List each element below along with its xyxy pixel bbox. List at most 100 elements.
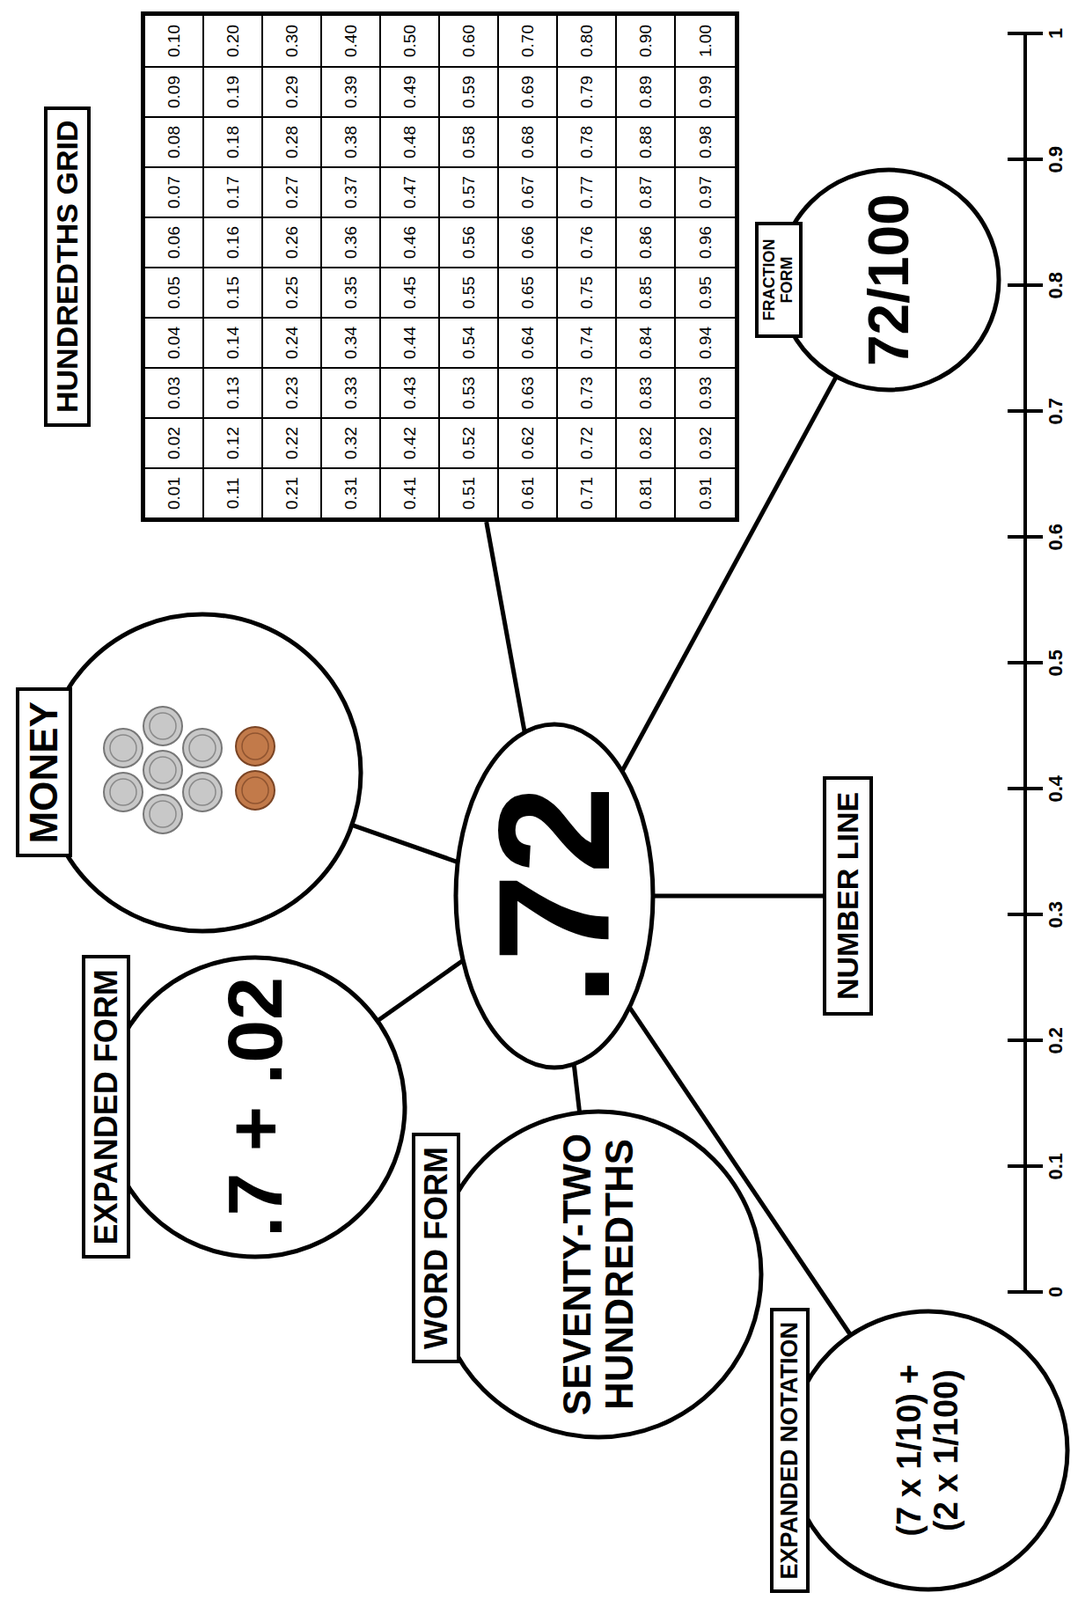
form-value: (7 x 1/10) + (2 x 1/100): [891, 1353, 966, 1548]
grid-cell: 0.66: [498, 216, 558, 267]
grid-cell: 0.69: [498, 66, 558, 117]
grid-cell: 0.51: [440, 467, 499, 518]
dime-rim: [189, 734, 216, 762]
number-line-label: 0.5: [1045, 649, 1067, 677]
grid-cell: 0.85: [616, 266, 676, 317]
connector: [652, 894, 823, 899]
word-form-circle: WORD FORMSEVENTY-TWO HUNDREDTHS: [435, 1111, 762, 1438]
grid-cell: 0.95: [675, 266, 735, 317]
grid-cell: 0.88: [616, 116, 676, 167]
form-value: .7 + .02: [212, 976, 299, 1238]
grid-cell: 0.71: [557, 467, 617, 518]
number-line-tick: [1007, 786, 1043, 791]
grid-cell: 0.81: [616, 467, 676, 518]
number-line-label: 0.4: [1045, 775, 1067, 803]
grid-cell: 0.27: [263, 166, 323, 217]
grid-cell: 0.52: [440, 417, 499, 468]
grid-cell: 0.20: [204, 15, 264, 66]
number-line-label: 0.2: [1045, 1026, 1067, 1055]
grid-cell: 0.76: [557, 216, 617, 267]
number-line-label: 0.1: [1045, 1152, 1067, 1181]
grid-cell: 0.42: [381, 417, 440, 468]
number-line-label: 0.7: [1045, 397, 1067, 426]
grid-cell: 0.08: [145, 116, 205, 167]
grid-cell: 0.39: [322, 66, 382, 117]
outline-svg: [44, 614, 361, 932]
dime-rim: [149, 712, 176, 740]
grid-cell: 0.72: [557, 417, 617, 468]
grid-cell: 0.53: [440, 366, 499, 418]
grid-cell: 0.21: [263, 467, 323, 518]
grid-cell: 0.04: [145, 316, 205, 367]
expanded-notation-circle: EXPANDED NOTATION(7 x 1/10) + (2 x 1/100…: [789, 1311, 1068, 1590]
grid-cell: 0.29: [263, 66, 323, 117]
dime: [143, 706, 183, 746]
grid-cell: 0.11: [204, 467, 264, 518]
grid-cell: 0.31: [322, 467, 382, 518]
number-line-tick: [1007, 283, 1043, 287]
form-heading: WORD FORM: [411, 1132, 461, 1364]
grid-cell: 0.22: [263, 417, 323, 468]
grid-cell: 0.64: [498, 316, 558, 367]
pennies: [235, 726, 275, 810]
grid-cell: 0.09: [145, 66, 205, 117]
circle-outline: [435, 1111, 762, 1438]
grid-cell: 0.60: [440, 15, 499, 66]
grid-cell: 0.70: [498, 15, 558, 66]
grid-cell: 0.45: [381, 266, 440, 317]
number-line-label: 0.3: [1045, 901, 1067, 929]
grid-cell: 0.86: [616, 216, 676, 267]
grid-cell: 0.84: [616, 316, 676, 367]
grid-cell: 0.43: [381, 366, 440, 418]
grid-cell: 0.89: [616, 66, 676, 117]
grid-cell: 0.41: [381, 467, 440, 518]
fraction-form-circle: FRACTION FORM72/100: [778, 169, 999, 390]
dime-rim: [110, 778, 137, 806]
grid-cell: 0.79: [557, 66, 617, 117]
grid-cell: 0.90: [616, 15, 676, 66]
grid-cell: 0.19: [204, 66, 264, 117]
grid-cell: 0.99: [675, 66, 735, 117]
grid-cell: 0.33: [322, 366, 382, 418]
number-line-label: 0: [1045, 1286, 1067, 1298]
grid-cell: 0.48: [381, 116, 440, 167]
box-label: NUMBER LINE: [830, 792, 865, 1000]
grid-cell: 0.23: [263, 366, 323, 418]
dime-rim: [110, 734, 137, 762]
grid-cell: 0.24: [263, 316, 323, 367]
number-line-tick: [1007, 535, 1043, 539]
grid-cell: 0.57: [440, 166, 499, 217]
grid-cell: 0.07: [145, 166, 205, 217]
grid-cell: 0.10: [145, 15, 205, 66]
hundredths-grid-node: HUNDREDTHS GRID0.010.020.030.040.050.060…: [44, 11, 740, 522]
grid-cell: 0.06: [145, 216, 205, 267]
grid-cell: 0.18: [204, 116, 264, 167]
grid-cell: 0.26: [263, 216, 323, 267]
penny: [235, 726, 275, 766]
grid-cell: 0.40: [322, 15, 382, 66]
grid-cell: 0.73: [557, 366, 617, 418]
grid-cell: 0.02: [145, 417, 205, 468]
dime-rims: [110, 712, 216, 828]
grid-cell: 0.16: [204, 216, 264, 267]
penny-rims: [242, 733, 269, 804]
expanded-form-circle: EXPANDED FORM.7 + .02: [105, 957, 405, 1257]
grid-cell: 0.77: [557, 166, 617, 217]
grid-cell: 0.47: [381, 166, 440, 217]
grid-cell: 0.12: [204, 417, 264, 468]
dimes: [103, 706, 222, 834]
grid-cell: 0.17: [204, 166, 264, 217]
form-heading: MONEY: [15, 687, 74, 858]
penny-rim: [242, 733, 269, 760]
connector: [629, 1006, 851, 1335]
penny: [235, 770, 275, 810]
grid-cell: 0.97: [675, 166, 735, 217]
center-ellipse: .72: [455, 724, 653, 1068]
grid-cell: 0.93: [675, 366, 735, 418]
grid-title: HUNDREDTHS GRID: [44, 106, 91, 427]
grid-cell: 0.61: [498, 467, 558, 518]
ellipse-outline: [455, 724, 653, 1068]
grid-cell: 0.83: [616, 366, 676, 418]
grid-cell: 0.78: [557, 116, 617, 167]
grid-cell: 0.30: [263, 15, 323, 66]
